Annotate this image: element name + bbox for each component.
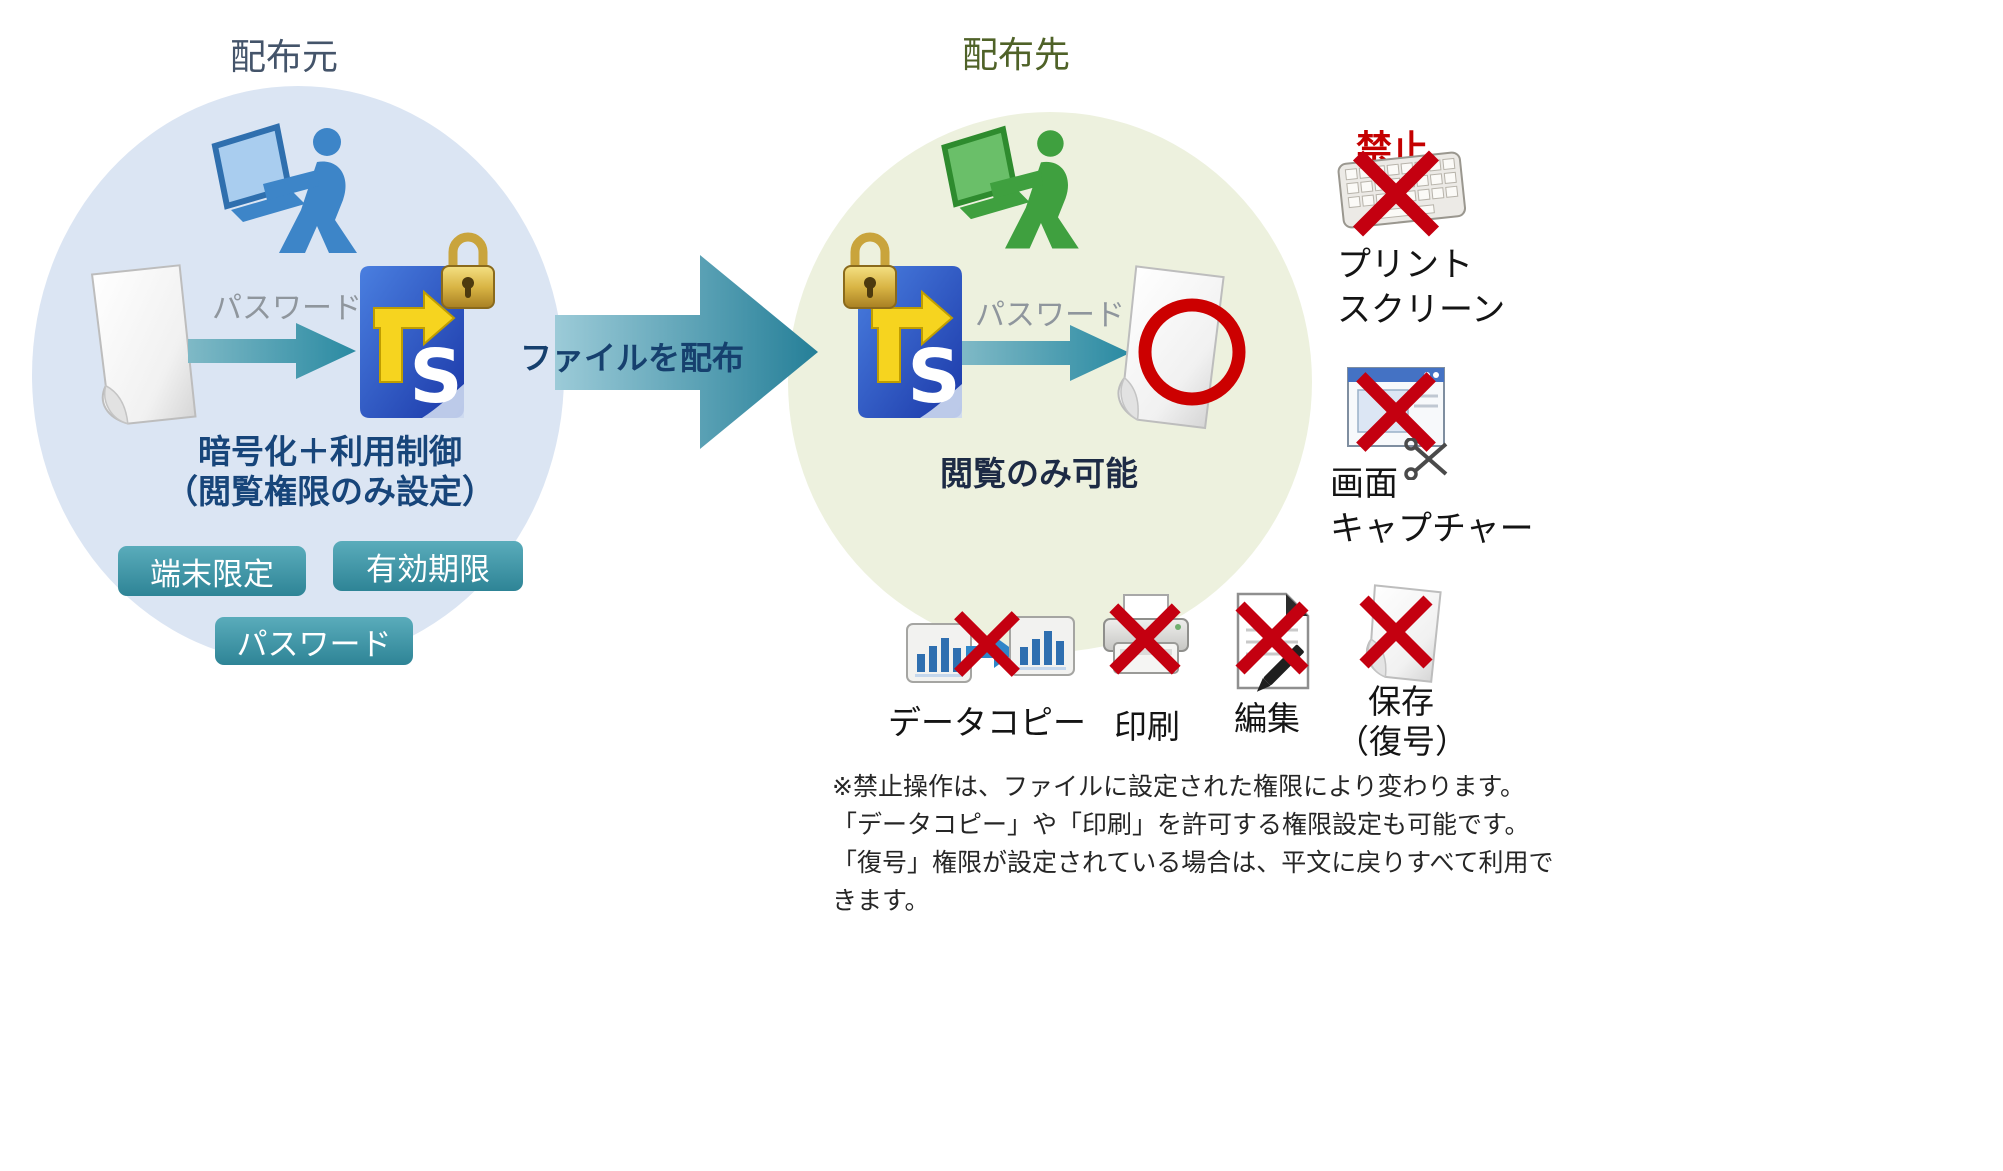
screen-capture-label-line2: キャプチャー <box>1330 509 1534 549</box>
encrypted-file-source: S <box>352 226 502 426</box>
person-laptop-green-icon <box>941 125 1079 249</box>
source-caption-line1: 暗号化＋利用制御 <box>198 432 462 471</box>
destination-caption: 閲覧のみ可能 <box>940 454 1138 493</box>
source-password-label: パスワード <box>212 291 362 326</box>
allowed-circle-icon <box>1138 298 1246 406</box>
distribute-arrow-icon <box>555 255 818 449</box>
ts-file-icon: S <box>360 266 464 420</box>
print-screen-label-line1: プリント <box>1337 245 1473 285</box>
tag-password: パスワード <box>215 617 413 665</box>
tag-expiry: 有効期限 <box>333 541 523 591</box>
footnote: ※禁止操作は、ファイルに設定された権限により変わります。 「データコピー」や「印… <box>832 768 1554 920</box>
source-caption: 暗号化＋利用制御 （閲覧権限のみ設定） <box>160 432 500 512</box>
tag-device-limit: 端末限定 <box>118 546 306 596</box>
red-x-icon <box>1235 601 1309 675</box>
screen-capture-label-line1: 画面 <box>1330 464 1398 504</box>
data-file-icon <box>906 623 972 683</box>
scissors-icon <box>1404 438 1448 480</box>
source-caption-line2: （閲覧権限のみ設定） <box>165 472 495 511</box>
footnote-line4: きます。 <box>832 886 930 915</box>
screen-capture-label: 画面 キャプチャー <box>1330 462 1534 552</box>
destination-arrow-icon <box>962 325 1130 381</box>
data-file-icon <box>1009 616 1075 676</box>
view-allowed-document-icon <box>1117 265 1246 430</box>
red-x-icon <box>1359 595 1433 669</box>
encrypted-file-destination: S <box>838 226 988 426</box>
footnote-line3: 「復号」権限が設定されている場合は、平文に戻りすべて利用で <box>832 848 1554 877</box>
print-label: 印刷 <box>1114 707 1180 746</box>
plain-document-icon <box>90 264 197 425</box>
padlock-icon <box>843 232 897 309</box>
source-arrow-icon <box>188 323 356 379</box>
padlock-icon <box>441 232 495 309</box>
red-x-icon <box>1109 603 1181 675</box>
red-x-icon <box>1356 372 1436 452</box>
destination-password-label: パスワード <box>975 298 1125 333</box>
print-screen-label: プリント スクリーン <box>1337 243 1505 333</box>
transfer-label: ファイルを配布 <box>520 339 745 377</box>
person-laptop-blue-icon <box>211 123 357 253</box>
edit-label: 編集 <box>1234 699 1300 738</box>
save-label-line2: （復号） <box>1336 722 1468 761</box>
footnote-line1: ※禁止操作は、ファイルに設定された権限により変わります。 <box>832 772 1525 801</box>
save-label-line1: 保存 <box>1368 682 1434 721</box>
red-x-icon <box>954 611 1020 677</box>
ts-logo-letter: S <box>409 334 462 420</box>
red-x-icon <box>1352 150 1440 237</box>
destination-zone-title: 配布先 <box>962 35 1071 76</box>
save-label: 保存 （復号） <box>1336 682 1468 762</box>
data-copy-label: データコピー <box>888 703 1086 742</box>
ts-logo-letter: S <box>907 334 960 420</box>
print-screen-label-line2: スクリーン <box>1337 290 1506 330</box>
source-zone-title: 配布元 <box>230 37 339 78</box>
footnote-line2: 「データコピー」や「印刷」を許可する権限設定も可能です。 <box>832 810 1530 839</box>
